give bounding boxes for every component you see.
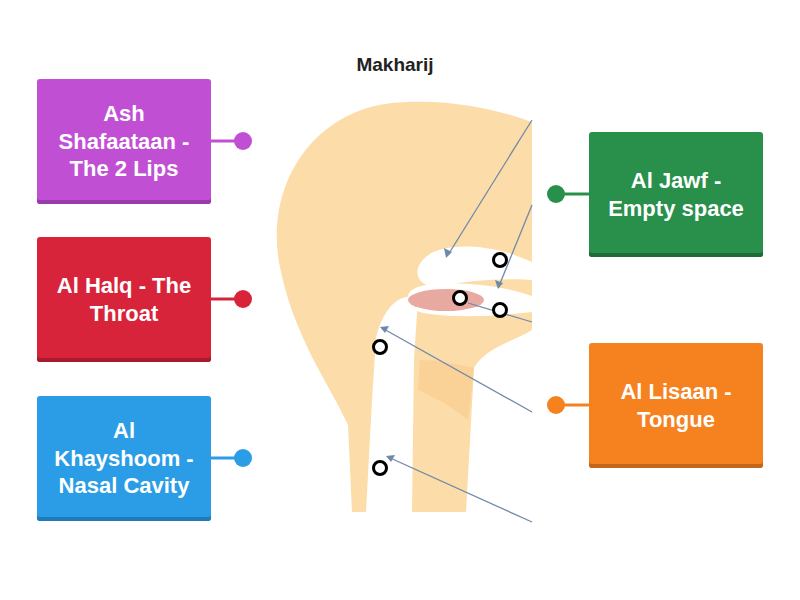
neck-shade [418, 360, 474, 420]
location-dots [374, 254, 507, 475]
makhraj-box: Ash Shafaataan - The 2 Lips [37, 79, 211, 204]
box-pins [211, 132, 589, 467]
head-silhouette [277, 102, 532, 512]
makhraj-box: Al Lisaan - Tongue [589, 343, 763, 468]
box-label: Ash Shafaataan - The 2 Lips [47, 100, 201, 183]
diagram-title: Makharij [300, 54, 490, 76]
throat-cavity [366, 297, 418, 512]
nasal-cavity [417, 247, 532, 287]
leader-heads [380, 248, 503, 462]
box-label: Al Lisaan - Tongue [599, 378, 753, 433]
box-label: Al Jawf - Empty space [599, 167, 753, 222]
makhraj-box: Al Jawf - Empty space [589, 132, 763, 257]
box-label: Al Halq - The Throat [47, 272, 201, 327]
tongue [408, 289, 484, 311]
mouth-cavity [408, 283, 532, 316]
makhraj-box: Al Khayshoom - Nasal Cavity [37, 396, 211, 521]
makhraj-box: Al Halq - The Throat [37, 237, 211, 362]
box-label: Al Khayshoom - Nasal Cavity [47, 417, 201, 500]
leader-lines [382, 120, 532, 522]
